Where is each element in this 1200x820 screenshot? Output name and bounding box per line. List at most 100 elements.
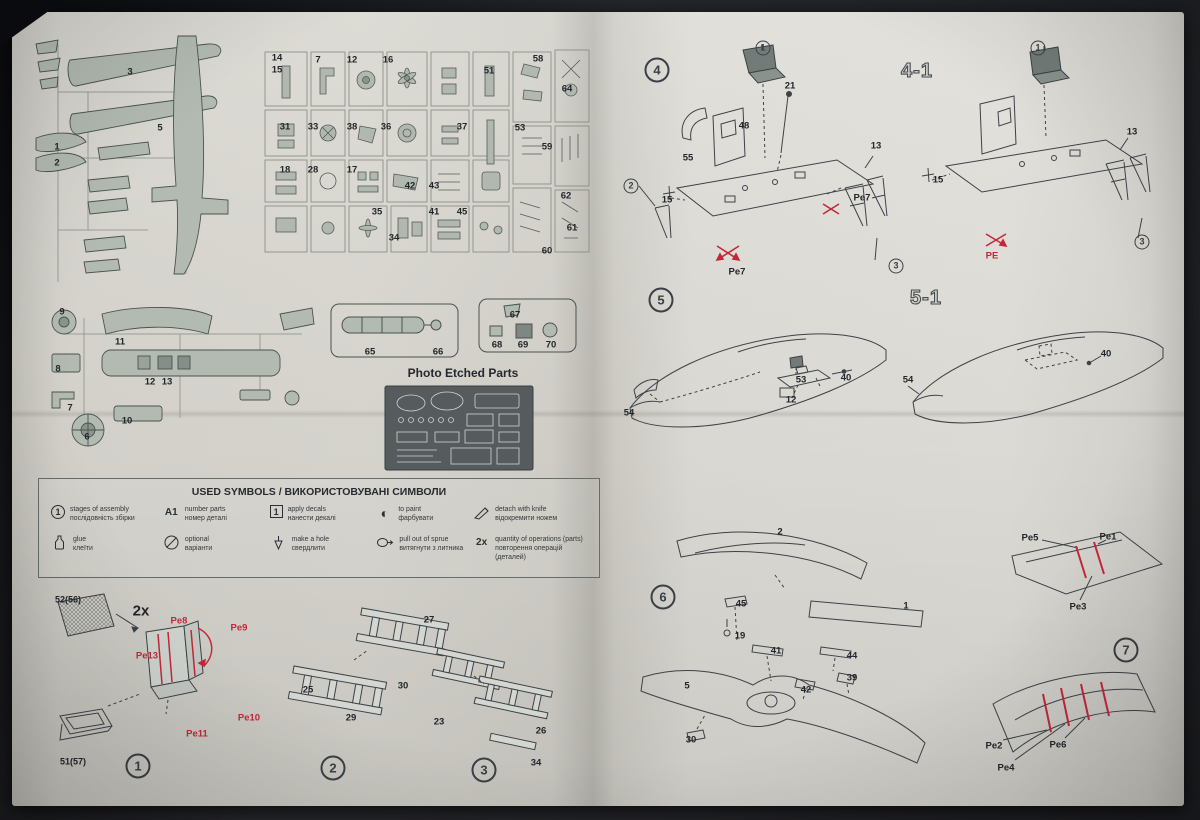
part-label: Pe7 xyxy=(728,266,746,278)
part-label: 53 xyxy=(514,122,526,134)
part-label: 25 xyxy=(302,684,314,696)
step-1-diagram xyxy=(57,593,213,741)
part-number-icon: A1 xyxy=(164,507,178,518)
part-label: 43 xyxy=(428,180,440,192)
step-4-number: 4 xyxy=(644,57,670,83)
symbols-legend-title: USED SYMBOLS / ВИКОРИСТОВУВАНІ СИМВОЛИ xyxy=(191,486,447,498)
part-label: 53 xyxy=(795,374,807,386)
part-label: 21 xyxy=(784,80,796,92)
part-label: 54 xyxy=(623,407,635,419)
optional-icon xyxy=(163,535,180,550)
part-label: 1 xyxy=(903,600,909,612)
sprue-clear-parts-diagram xyxy=(478,298,577,353)
part-label: 2 xyxy=(54,157,60,169)
step-2-number: 2 xyxy=(320,755,346,781)
step-7-number: 7 xyxy=(1113,637,1139,663)
part-label: 36 xyxy=(380,121,392,133)
sprue-pull-icon xyxy=(376,535,394,550)
part-label: 23 xyxy=(433,716,445,728)
quantity-icon: 2x xyxy=(476,536,488,548)
part-label: 19 xyxy=(734,630,746,642)
part-label: 28 xyxy=(307,164,319,176)
part-label: 70 xyxy=(545,339,557,351)
sprue-floats-diagram xyxy=(330,303,459,358)
callout-stage-1: 1 xyxy=(755,40,771,56)
part-label: Pe13 xyxy=(135,650,159,662)
step-3-number: 3 xyxy=(471,757,497,783)
part-label: 60 xyxy=(541,245,553,257)
part-label: 14 xyxy=(271,52,283,64)
part-label: Pe8 xyxy=(170,615,188,627)
part-label: 41 xyxy=(428,206,440,218)
part-label: 27 xyxy=(423,614,435,626)
step-3-diagram xyxy=(431,647,553,751)
part-label: 51(57) xyxy=(59,756,87,767)
part-label: 15 xyxy=(661,194,673,206)
step-7-detail-b-diagram xyxy=(992,671,1156,761)
part-label: 13 xyxy=(1126,126,1138,138)
part-label: 12 xyxy=(346,54,358,66)
part-label: 40 xyxy=(840,372,852,384)
part-label: 29 xyxy=(345,712,357,724)
step-5-1-number: 5-1 xyxy=(909,287,942,309)
part-label: 6 xyxy=(84,431,90,443)
part-label: 31 xyxy=(279,121,291,133)
part-label: 18 xyxy=(279,164,291,176)
step-1-number: 1 xyxy=(125,753,151,779)
part-label: 52(56) xyxy=(54,594,82,605)
part-label: 16 xyxy=(382,54,394,66)
part-label: 1 xyxy=(54,141,60,153)
step-5-number: 5 xyxy=(648,287,674,313)
part-label: 13 xyxy=(870,140,882,152)
quantity-label: 2x xyxy=(132,602,150,620)
part-label: 12 xyxy=(785,394,797,406)
part-label: 10 xyxy=(121,415,133,427)
knife-icon xyxy=(473,505,490,520)
part-label: Pe1 xyxy=(1099,531,1117,543)
part-label: 30 xyxy=(397,680,409,692)
part-label: Pe10 xyxy=(237,712,261,724)
part-label: 35 xyxy=(371,206,383,218)
part-label: 38 xyxy=(346,121,358,133)
step-7-detail-a-diagram xyxy=(1011,531,1164,601)
part-label: 67 xyxy=(509,309,521,321)
part-label: 12 xyxy=(144,376,156,388)
part-label: Pe6 xyxy=(1049,739,1067,751)
part-label: Pe2 xyxy=(985,740,1003,752)
part-label: Pe11 xyxy=(186,728,208,740)
part-label: 69 xyxy=(517,339,529,351)
part-label: Pe7 xyxy=(853,192,871,204)
callout-stage-1: 1 xyxy=(1030,40,1046,56)
part-label: 37 xyxy=(456,121,468,133)
part-label: Pe9 xyxy=(230,622,248,634)
photo-etched-title: Photo Etched Parts xyxy=(407,366,519,380)
part-label: 11 xyxy=(114,336,126,348)
part-label: 5 xyxy=(684,680,690,692)
step-5-1-diagram xyxy=(907,331,1164,424)
step-4-1-number: 4-1 xyxy=(900,60,933,82)
step-6-number: 6 xyxy=(650,584,676,610)
paint-icon: ◐ xyxy=(380,504,390,521)
part-label: 45 xyxy=(735,598,747,610)
part-label: 51 xyxy=(483,65,495,77)
part-label: 34 xyxy=(530,757,542,769)
part-label: 58 xyxy=(532,53,544,65)
instruction-sheet-paper xyxy=(12,12,1184,806)
part-label: 44 xyxy=(846,650,858,662)
step-2-diagram xyxy=(287,607,450,716)
